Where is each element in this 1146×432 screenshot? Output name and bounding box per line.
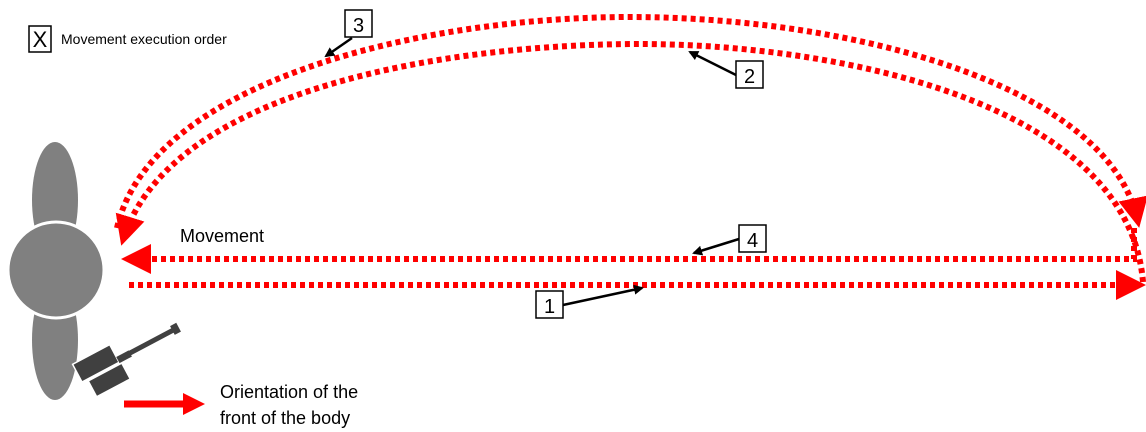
step-2-callout: 2 (688, 50, 764, 89)
legend-box (28, 25, 52, 53)
step-1-callout: 1 (535, 284, 644, 319)
step-3-callout: 3 (324, 9, 373, 58)
step-callouts: 1 2 3 4 (324, 9, 767, 319)
movement-label: Movement (180, 226, 264, 246)
step-3-pointer (324, 36, 353, 58)
tool-body-top (71, 343, 121, 383)
body-head (6, 220, 106, 320)
handheld-tool (71, 322, 181, 398)
orientation-label-line2: front of the body (220, 408, 350, 428)
tool-body-bottom (87, 362, 132, 398)
tool-probe (127, 327, 175, 357)
path-4-return (121, 228, 1137, 274)
step-2-pointer (688, 50, 737, 77)
tool-tip (170, 322, 181, 335)
step-1-number: 1 (544, 296, 555, 318)
orientation-arrowhead (183, 393, 205, 415)
legend-symbol: X (33, 27, 48, 52)
step-3-box (344, 9, 373, 38)
legend: X Movement execution order (28, 25, 227, 53)
body-figure (6, 142, 181, 400)
step-2-number: 2 (744, 66, 755, 88)
step-2-box (735, 60, 764, 89)
step-1-box (535, 290, 564, 319)
tool-handle (116, 350, 132, 364)
step-4-callout: 4 (692, 224, 767, 256)
legend-text: Movement execution order (61, 31, 227, 47)
step-3-number: 3 (353, 15, 364, 37)
step-4-box (738, 224, 767, 253)
step-1-pointer (562, 284, 644, 307)
movement-paths (114, 13, 1146, 300)
path-3-outer-arc (114, 13, 1146, 229)
orientation-label-line1: Orientation of the (220, 382, 358, 402)
step-4-number: 4 (747, 230, 758, 252)
orientation-legend: Orientation of the front of the body (124, 382, 358, 428)
step-4-pointer (692, 237, 740, 256)
